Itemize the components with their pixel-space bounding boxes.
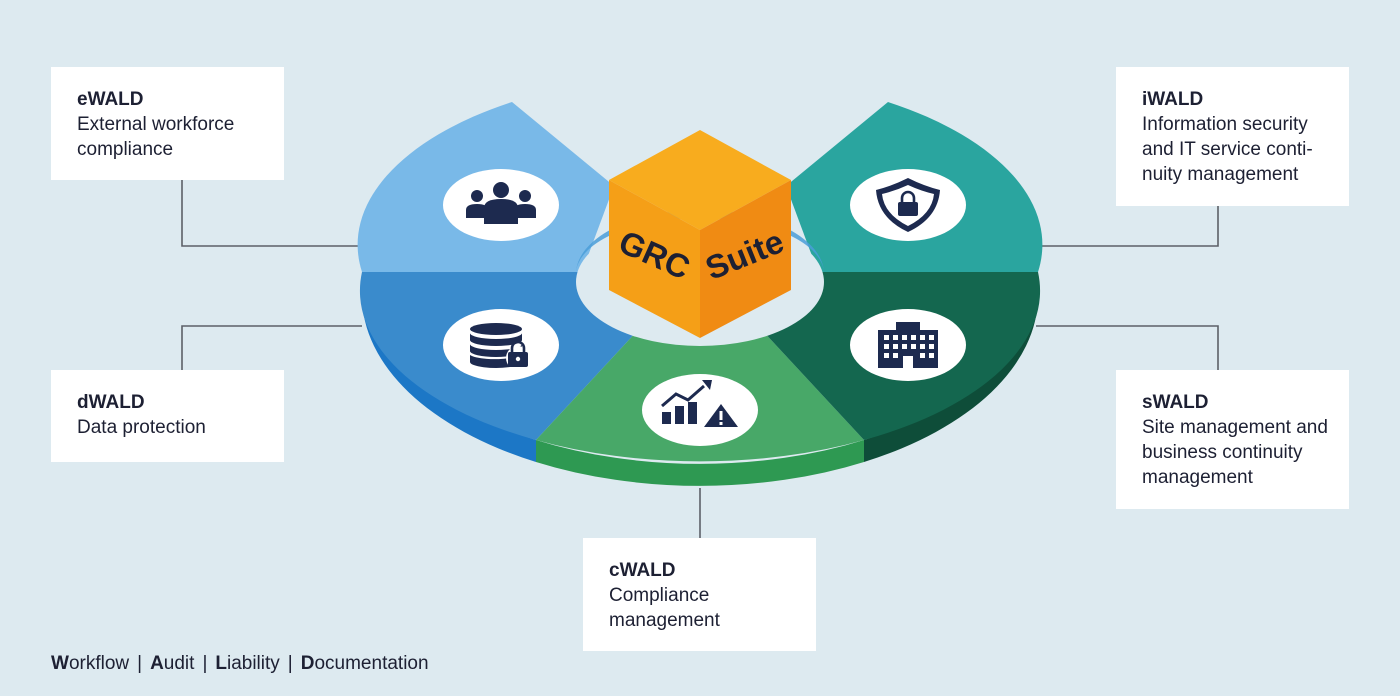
module-box-dwald: dWALD Data protection: [51, 370, 284, 462]
cube-left: [609, 180, 700, 338]
chart-warning-icon: [642, 374, 758, 446]
footer-item-workflow: Workflow: [51, 653, 130, 674]
module-title-dwald: dWALD: [77, 392, 145, 413]
module-box-swald: sWALD Site management and business conti…: [1116, 370, 1349, 509]
module-box-cwald: cWALD Compliance management: [583, 538, 816, 651]
module-desc-dwald: Data protection: [77, 417, 206, 438]
footer-item-liability: Liability: [215, 653, 280, 674]
module-desc-cwald: Compliance management: [609, 585, 720, 631]
footer-item-audit: Audit: [150, 653, 195, 674]
module-box-ewald: eWALD External workforce compliance: [51, 67, 284, 180]
module-desc-swald: Site management and business continuity …: [1142, 417, 1328, 488]
shield-lock-icon: [850, 169, 966, 241]
office-building-icon: [850, 309, 966, 381]
module-box-iwald: iWALD Information security and IT servic…: [1116, 67, 1349, 206]
icon-badges: [443, 169, 966, 446]
database-lock-icon: [443, 309, 559, 381]
people-group-icon: [443, 169, 559, 241]
connector-dwald: [181, 325, 362, 370]
cube-right: [700, 180, 791, 338]
feature-list-footer: Workflow|Audit|Liability|Documentation: [51, 653, 429, 674]
module-desc-ewald: External workforce compliance: [77, 114, 235, 160]
module-title-ewald: eWALD: [77, 89, 144, 110]
connector-iwald: [1036, 206, 1219, 247]
module-title-iwald: iWALD: [1142, 89, 1204, 110]
connector-lines: [181, 180, 1219, 538]
grc-suite-cube: GRC Suite: [609, 130, 791, 338]
footer-item-documentation: Documentation: [300, 653, 429, 674]
connector-swald: [1036, 325, 1219, 370]
module-desc-iwald: Information security and IT service cont…: [1142, 114, 1313, 185]
module-title-cwald: cWALD: [609, 560, 676, 581]
connector-ewald: [181, 180, 362, 247]
module-title-swald: sWALD: [1142, 392, 1209, 413]
